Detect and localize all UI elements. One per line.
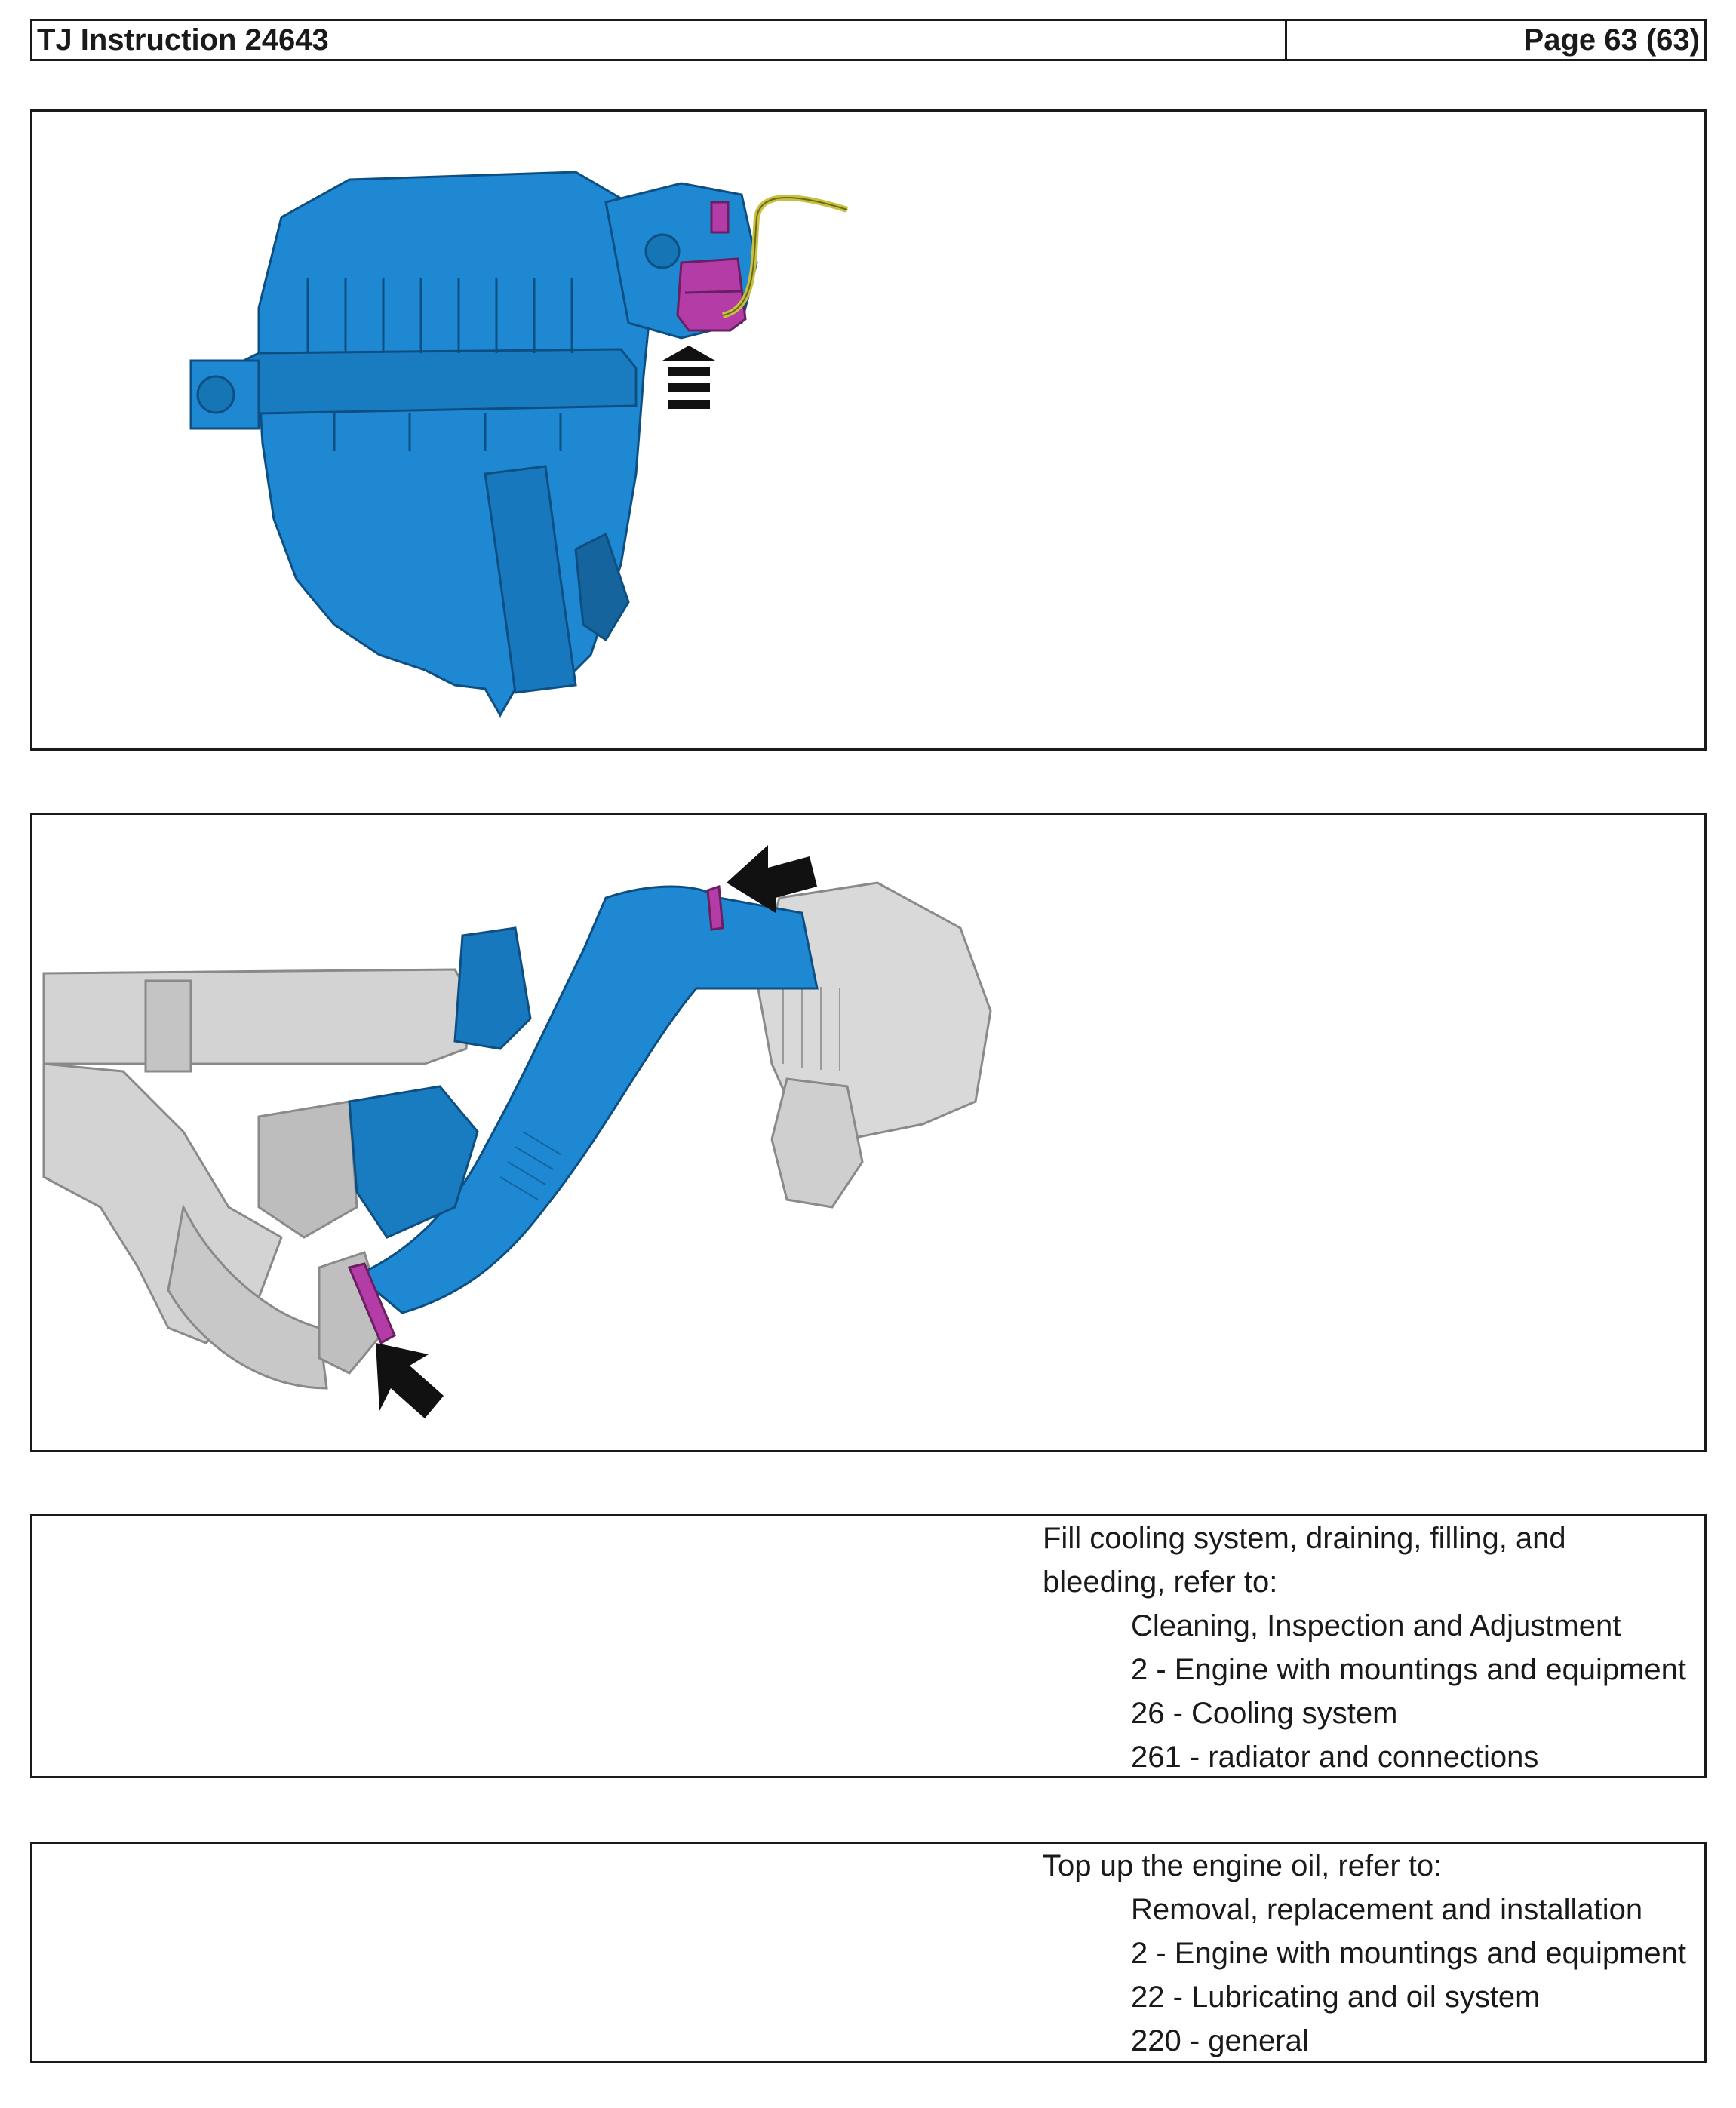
oil-ref-link[interactable]: 220 - general bbox=[1131, 2024, 1309, 2057]
air-filter-box-icon bbox=[755, 881, 992, 1209]
engine-manifold-icon bbox=[42, 845, 992, 1418]
cooling-ref-link[interactable]: 261 - radiator and connections bbox=[1131, 1741, 1539, 1774]
intake-hose-icon bbox=[347, 884, 819, 1345]
document-title: TJ Instruction 24643 bbox=[32, 21, 1287, 59]
oil-ref-link[interactable]: Removal, replacement and installation bbox=[1131, 1893, 1643, 1926]
oil-ref-link[interactable]: 22 - Lubricating and oil system bbox=[1131, 1980, 1541, 2014]
cooling-lead-text: Fill cooling system, draining, filling, … bbox=[1043, 1522, 1566, 1599]
figure-air-filter-connector bbox=[30, 109, 1707, 751]
oil-lead-text: Top up the engine oil, refer to: bbox=[1043, 1849, 1443, 1882]
clamp-arrow-icon bbox=[376, 845, 817, 1418]
figure-intake-hose bbox=[30, 813, 1707, 1452]
cooling-ref-link[interactable]: Cleaning, Inspection and Adjustment bbox=[1131, 1609, 1621, 1642]
page-header: TJ Instruction 24643 Page 63 (63) bbox=[30, 19, 1707, 61]
step-top-up-engine-oil: Top up the engine oil, refer to: Removal… bbox=[30, 1842, 1707, 2063]
step-fill-cooling-system: Fill cooling system, draining, filling, … bbox=[30, 1514, 1707, 1778]
cooling-instruction: Fill cooling system, draining, filling, … bbox=[1043, 1516, 1704, 1776]
cooling-ref-link[interactable]: 2 - Engine with mountings and equipment bbox=[1131, 1653, 1687, 1686]
page-number: Page 63 (63) bbox=[1523, 23, 1700, 57]
cooling-ref-link[interactable]: 26 - Cooling system bbox=[1131, 1697, 1398, 1730]
oil-ref-link[interactable]: 2 - Engine with mountings and equipment bbox=[1131, 1937, 1687, 1970]
oil-instruction: Top up the engine oil, refer to: Removal… bbox=[1043, 1844, 1704, 2061]
direction-arrow-icon bbox=[662, 346, 715, 409]
air-filter-housing-icon bbox=[189, 171, 849, 718]
